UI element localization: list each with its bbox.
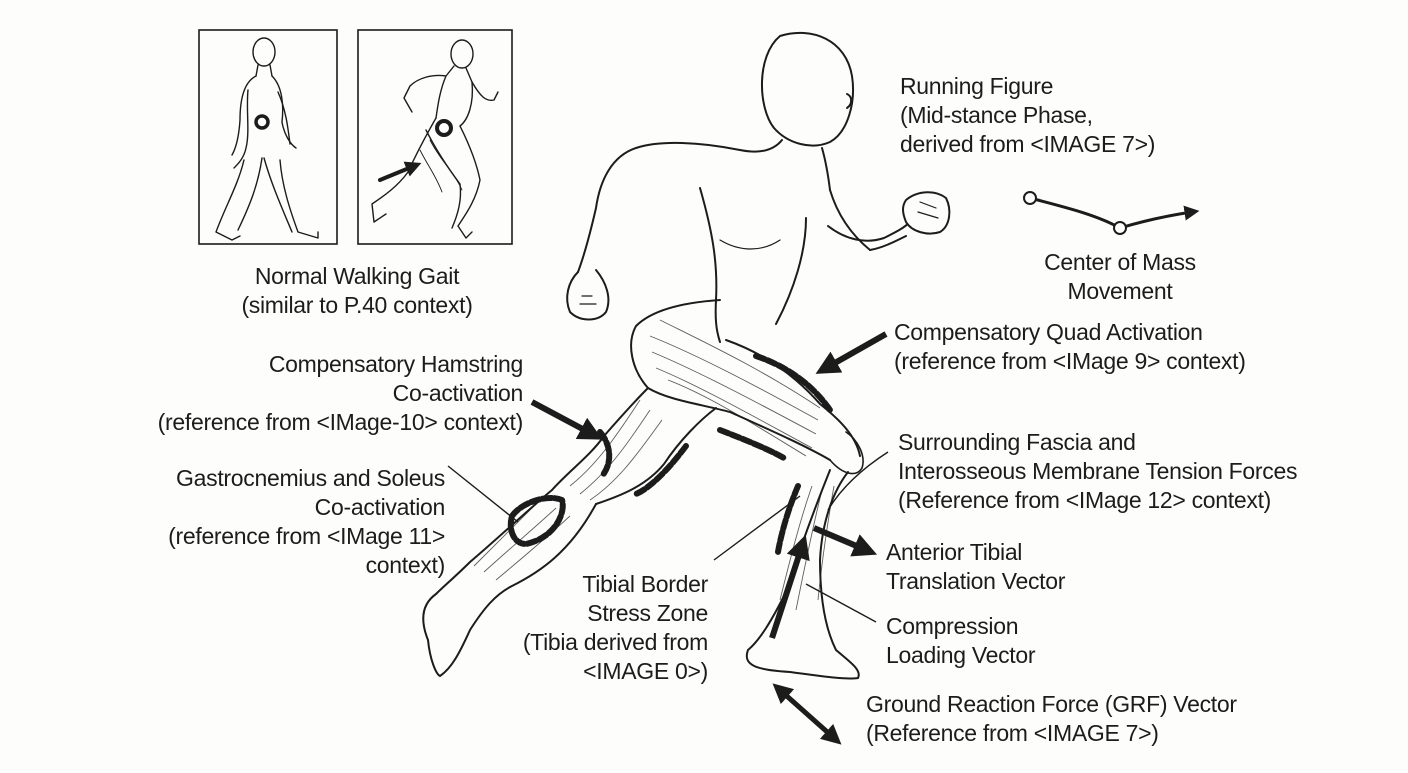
gastroc-line4: context) <box>365 552 446 578</box>
tibial-translation-line1: Anterior Tibial <box>886 539 1023 565</box>
gastroc-line2: Co-activation <box>314 494 446 520</box>
quad-line1: Compensatory Quad Activation <box>894 319 1203 345</box>
running-figure-line1: Running Figure <box>900 73 1054 99</box>
tibial-translation-label: Anterior Tibial Translation Vector <box>886 538 1065 596</box>
running-figure-line2: (Mid-stance Phase, <box>900 102 1093 128</box>
walking-gait-label: Normal Walking Gait (similar to P.40 con… <box>228 262 486 320</box>
quad-arrow <box>815 331 888 374</box>
quad-line2: (reference from <IMage 9> context) <box>894 348 1246 374</box>
hamstring-label: Compensatory Hamstring Co-activation (re… <box>150 350 524 437</box>
running-figure-line3: derived from <IMAGE 7>) <box>900 131 1156 157</box>
tibial-border-line2: Stress Zone <box>587 600 708 626</box>
tibial-border-line4: <IMAGE 0>) <box>583 658 708 684</box>
running-figure-label: Running Figure (Mid-stance Phase, derive… <box>900 72 1155 159</box>
running-figure-main <box>422 31 951 680</box>
tibial-border-label: Tibial Border Stress Zone (Tibia derived… <box>500 570 708 686</box>
center-of-mass-line2: Movement <box>1067 278 1173 304</box>
compression-line1: Compression <box>886 613 1019 639</box>
compression-arrow <box>769 534 810 639</box>
force-arrows <box>530 331 888 745</box>
running-figure-small-icon <box>371 39 499 239</box>
center-of-mass-path <box>1023 191 1200 235</box>
muscle-zones <box>507 353 833 555</box>
hamstring-line2: Co-activation <box>392 380 524 406</box>
leader-lines <box>447 451 889 623</box>
fascia-line1: Surrounding Fascia and <box>898 429 1136 455</box>
tibial-border-line1: Tibial Border <box>582 571 708 597</box>
fascia-line2: Interosseous Membrane Tension Forces <box>898 458 1298 484</box>
fascia-line3: (Reference from <IMage 12> context) <box>898 487 1272 513</box>
running-panel <box>357 29 513 245</box>
tibial-translation-arrow <box>812 525 878 557</box>
hamstring-arrow <box>530 399 603 440</box>
hamstring-line3: (reference from <IMage-10> context) <box>157 409 524 435</box>
gastroc-line1: Gastrocnemius and Soleus <box>176 465 445 491</box>
hamstring-line1: Compensatory Hamstring <box>268 351 523 377</box>
grf-label: Ground Reaction Force (GRF) Vector (Refe… <box>866 690 1237 748</box>
tibial-translation-line2: Translation Vector <box>886 568 1066 594</box>
walking-figure-icon <box>215 37 319 241</box>
quad-activation-label: Compensatory Quad Activation (reference … <box>894 318 1246 376</box>
walking-panel <box>198 29 338 245</box>
walking-gait-line1: Normal Walking Gait <box>254 263 460 289</box>
grf-arrow <box>772 683 842 745</box>
gastroc-label: Gastrocnemius and Soleus Co-activation (… <box>150 464 445 580</box>
center-of-mass-line1: Center of Mass <box>1044 249 1196 275</box>
compression-label: Compression Loading Vector <box>886 612 1036 670</box>
center-of-mass-label: Center of Mass Movement <box>1030 248 1210 306</box>
compression-line2: Loading Vector <box>886 642 1036 668</box>
grf-line1: Ground Reaction Force (GRF) Vector <box>866 691 1237 717</box>
grf-line2: (Reference from <IMAGE 7>) <box>866 720 1159 746</box>
walking-gait-line2: (similar to P.40 context) <box>241 292 473 318</box>
gastroc-line3: (reference from <IMage 11> <box>168 523 445 549</box>
tibial-border-line3: (Tibia derived from <box>522 629 708 655</box>
fascia-label: Surrounding Fascia and Interosseous Memb… <box>898 428 1297 515</box>
